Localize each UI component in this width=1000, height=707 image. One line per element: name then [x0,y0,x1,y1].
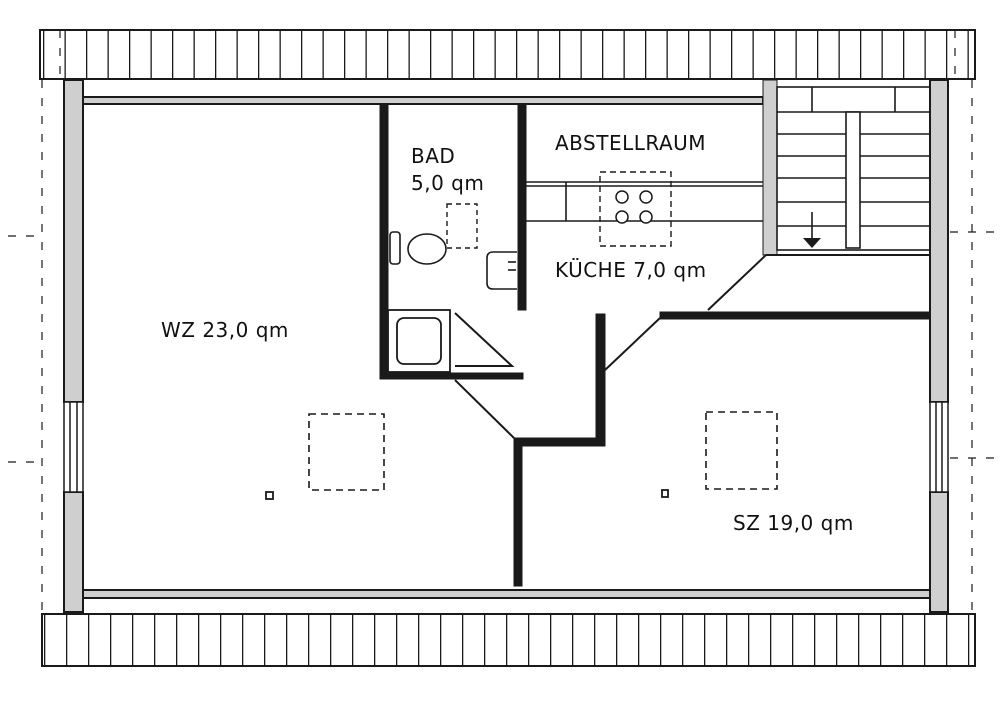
outline-dashes [8,30,995,614]
stair-arrow-icon [803,238,821,248]
sink-icon [486,251,517,290]
roof-top [39,29,976,80]
room-label-wz: WZ 23,0 qm [161,318,289,342]
outlet-icon [265,491,274,500]
shower-tray-icon [387,309,451,373]
toilet-icon [389,231,447,265]
room-label-sz: SZ 19,0 qm [733,511,854,535]
door-swings [454,254,930,439]
exterior-walls [63,79,949,613]
stove-icon [599,171,672,247]
room-label-bad-name: BAD [411,144,456,168]
skylight-bad [446,203,478,249]
skylight-wz [308,413,385,491]
outlet-icon [661,489,669,498]
interior-walls [379,79,931,587]
side-windows [63,401,949,493]
roof-bottom [41,613,976,667]
skylight-sz [705,411,778,490]
room-label-bad-area: 5,0 qm [411,171,485,195]
room-label-kueche: KÜCHE 7,0 qm [555,258,707,282]
staircase [776,86,931,251]
room-label-abstellraum: ABSTELLRAUM [555,131,707,155]
